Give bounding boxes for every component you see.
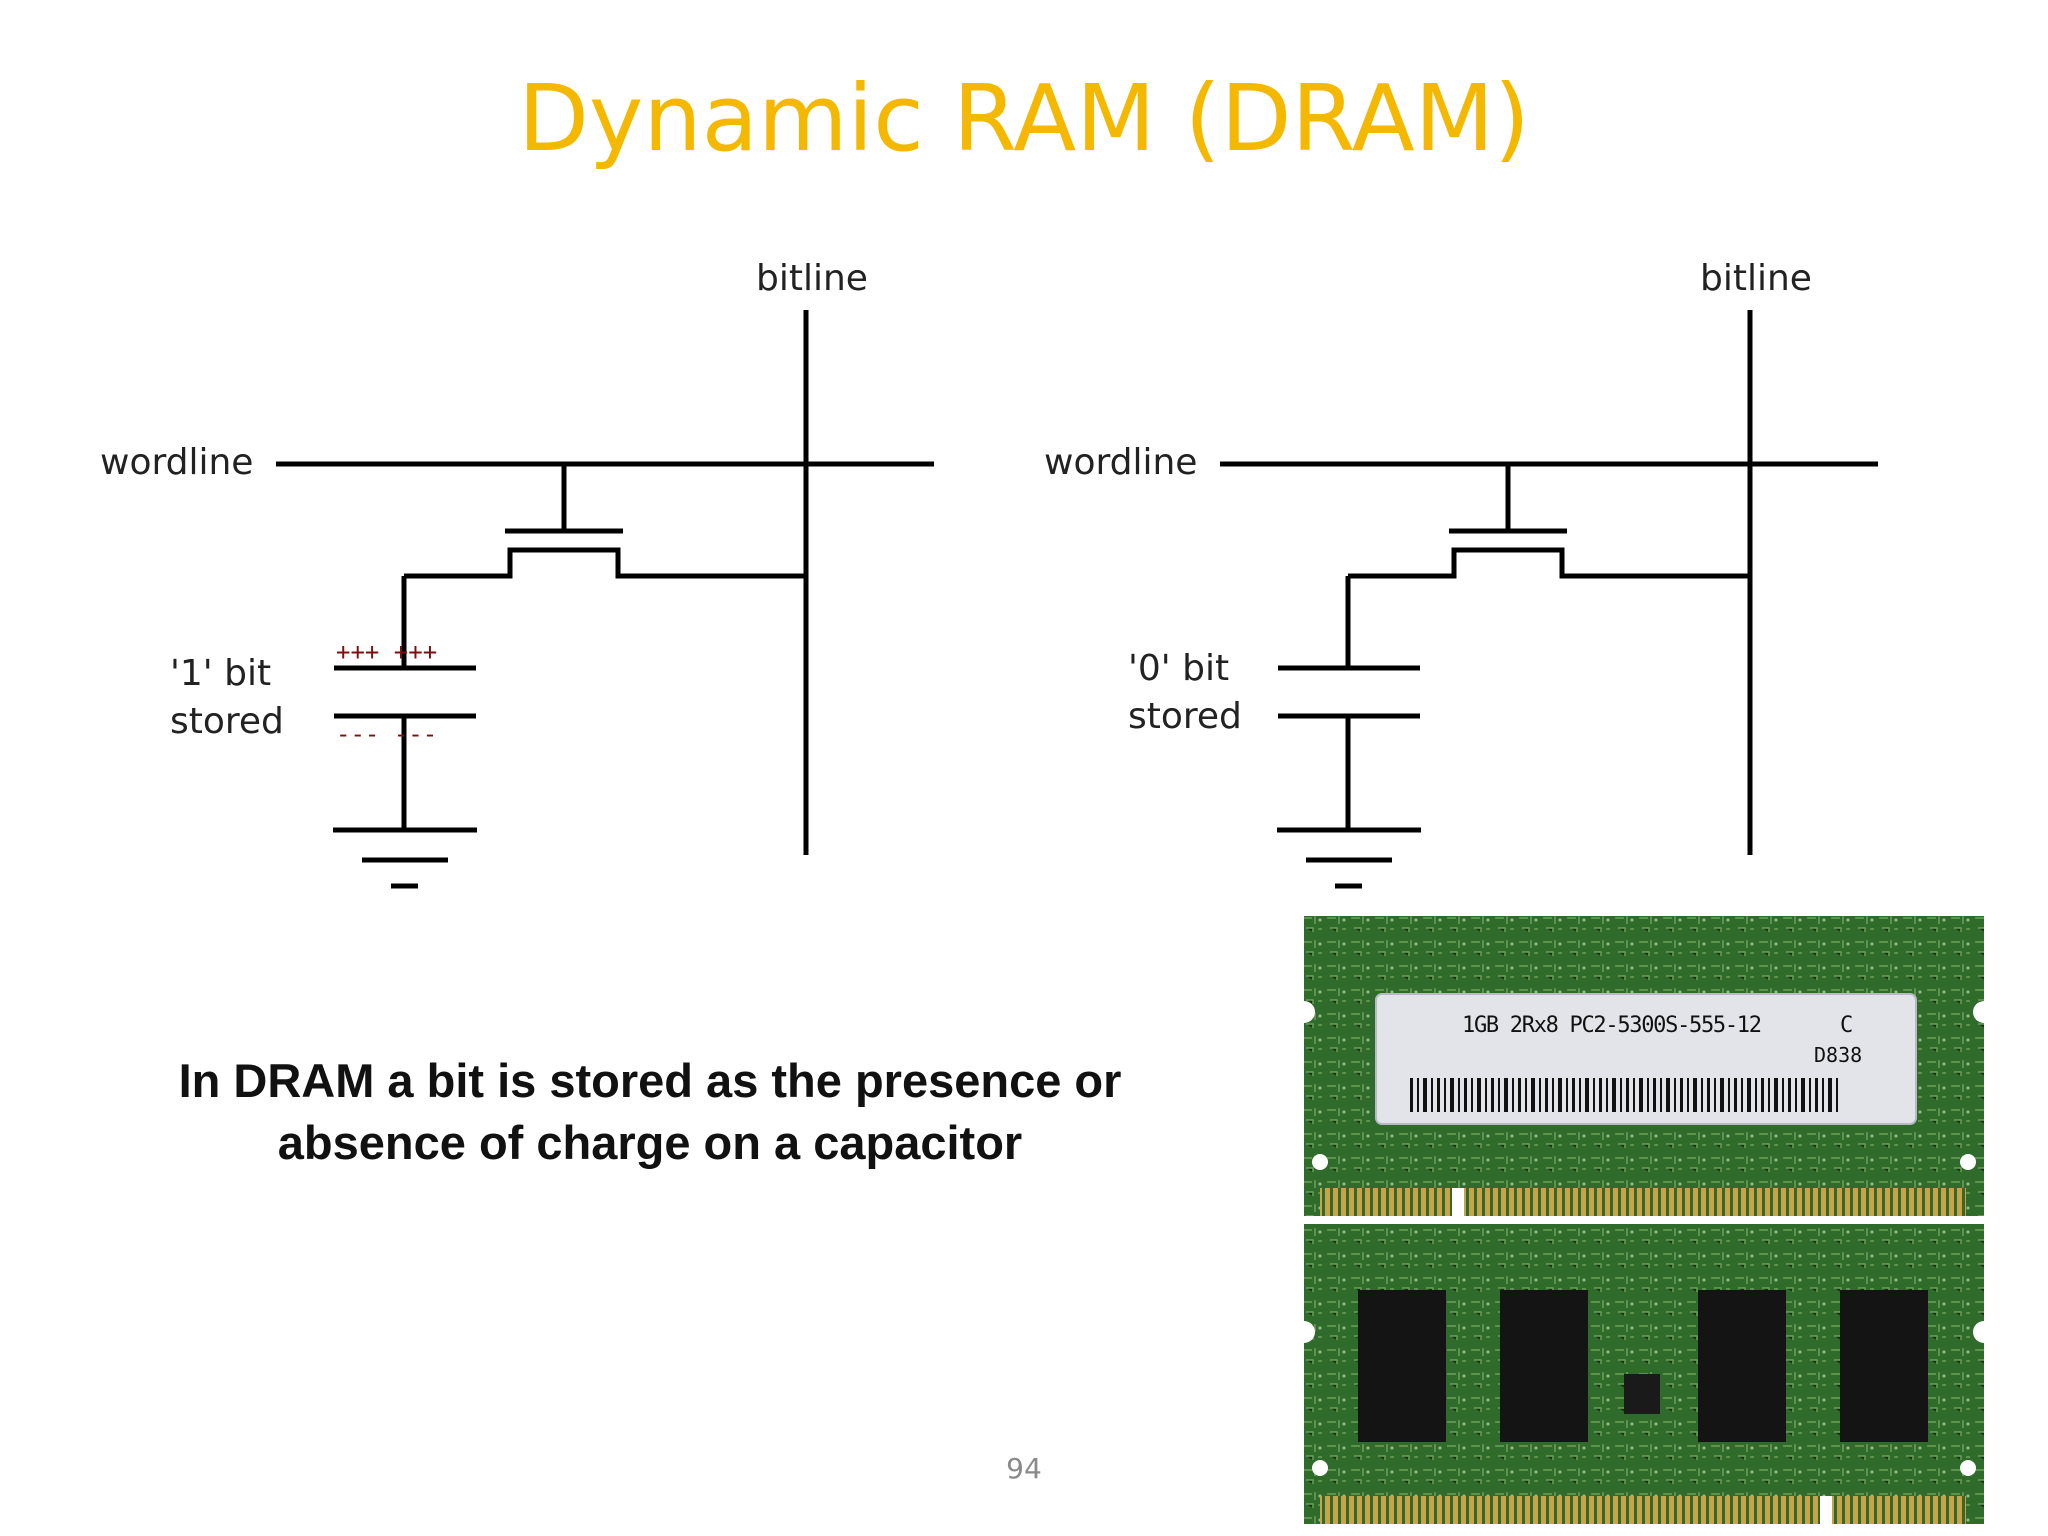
- circuit-one-bit: [276, 310, 934, 889]
- right-state-label-1: '0' bit: [1128, 648, 1229, 689]
- left-bitline-label: bitline: [756, 258, 868, 299]
- module-code-c: C: [1840, 1013, 1853, 1038]
- memory-chip-3: [1698, 1290, 1786, 1442]
- caption-text: In DRAM a bit is stored as the presence …: [178, 1054, 1122, 1169]
- left-state-label-2: stored: [170, 701, 284, 742]
- module-code-number: D838: [1814, 1043, 1862, 1067]
- left-channel: [404, 547, 806, 579]
- ram-module-back: [1300, 1224, 1995, 1524]
- module-barcode: [1410, 1078, 1838, 1112]
- positive-charge-marks: +++ +++: [336, 638, 437, 666]
- left-state-label-1: '1' bit: [170, 653, 271, 694]
- right-state-label-2: stored: [1128, 696, 1242, 737]
- memory-chip-1: [1358, 1290, 1446, 1442]
- ram-module-photo: 1GB 2Rx8 PC2-5300S-555-12 C D838: [1300, 916, 1995, 1524]
- memory-chip-4: [1840, 1290, 1928, 1442]
- module-label-sticker: [1375, 993, 1917, 1125]
- right-bitline-label: bitline: [1700, 258, 1812, 299]
- spd-chip: [1624, 1374, 1660, 1414]
- left-wordline-label: wordline: [100, 442, 253, 483]
- ram-module-front: 1GB 2Rx8 PC2-5300S-555-12 C D838: [1300, 916, 1995, 1216]
- module-spec-text: 1GB 2Rx8 PC2-5300S-555-12: [1462, 1013, 1762, 1038]
- page-number: 94: [1006, 1452, 1042, 1485]
- right-wordline-label: wordline: [1044, 442, 1197, 483]
- right-channel: [1348, 547, 1750, 579]
- memory-chip-2: [1500, 1290, 1588, 1442]
- circuit-zero-bit: [1220, 310, 1878, 889]
- slide-title: Dynamic RAM (DRAM): [518, 65, 1530, 172]
- negative-charge-marks: --- ---: [336, 720, 437, 748]
